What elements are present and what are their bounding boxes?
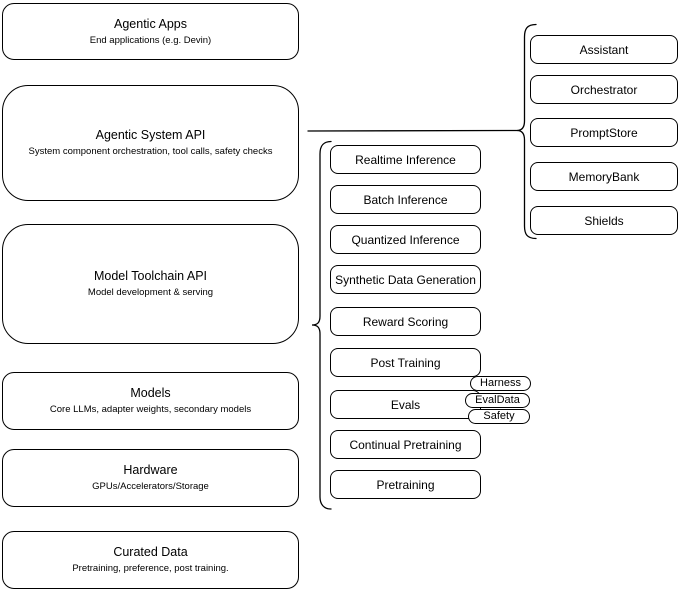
component-shields: Shields	[530, 206, 678, 235]
component-memorybank: MemoryBank	[530, 162, 678, 191]
node-subtitle: Core LLMs, adapter weights, secondary mo…	[49, 404, 252, 415]
component-promptstore: PromptStore	[530, 118, 678, 147]
toolchain-item-realtime-inference: Realtime Inference	[330, 145, 481, 174]
node-agentic-apps: Agentic Apps End applications (e.g. Devi…	[2, 3, 299, 60]
eval-tag-harness: Harness	[470, 376, 531, 391]
node-title: Hardware	[123, 463, 178, 477]
node-title: Model Toolchain API	[93, 269, 208, 283]
toolchain-item-evals: Evals	[330, 390, 481, 419]
toolchain-item-pretraining: Pretraining	[330, 470, 481, 499]
component-orchestrator: Orchestrator	[530, 75, 678, 104]
node-title: Curated Data	[113, 545, 188, 559]
node-model-toolchain-api: Model Toolchain API Model development & …	[2, 224, 299, 344]
node-subtitle: GPUs/Accelerators/Storage	[92, 481, 209, 492]
eval-tag-safety: Safety	[468, 409, 530, 424]
node-title: Agentic System API	[95, 128, 206, 142]
node-subtitle: Pretraining, preference, post training.	[72, 563, 229, 574]
toolchain-item-quantized-inference: Quantized Inference	[330, 225, 481, 254]
node-subtitle: System component orchestration, tool cal…	[28, 146, 273, 157]
node-subtitle: End applications (e.g. Devin)	[89, 34, 212, 46]
component-assistant: Assistant	[530, 35, 678, 64]
node-curated-data: Curated Data Pretraining, preference, po…	[2, 531, 299, 589]
node-hardware: Hardware GPUs/Accelerators/Storage	[2, 449, 299, 507]
toolchain-brace-icon	[311, 140, 332, 510]
toolchain-item-synthetic-data-generation: Synthetic Data Generation	[330, 265, 481, 294]
system-api-connector-line	[307, 129, 518, 132]
toolchain-item-reward-scoring: Reward Scoring	[330, 307, 481, 336]
toolchain-item-batch-inference: Batch Inference	[330, 185, 481, 214]
toolchain-item-continual-pretraining: Continual Pretraining	[330, 430, 481, 459]
eval-tag-evaldata: EvalData	[465, 393, 530, 408]
toolchain-item-post-training: Post Training	[330, 348, 481, 377]
node-models: Models Core LLMs, adapter weights, secon…	[2, 372, 299, 430]
node-title: Agentic Apps	[114, 16, 187, 31]
node-agentic-system-api: Agentic System API System component orch…	[2, 85, 299, 201]
node-title: Models	[130, 386, 171, 400]
node-subtitle: Model development & serving	[87, 287, 214, 298]
